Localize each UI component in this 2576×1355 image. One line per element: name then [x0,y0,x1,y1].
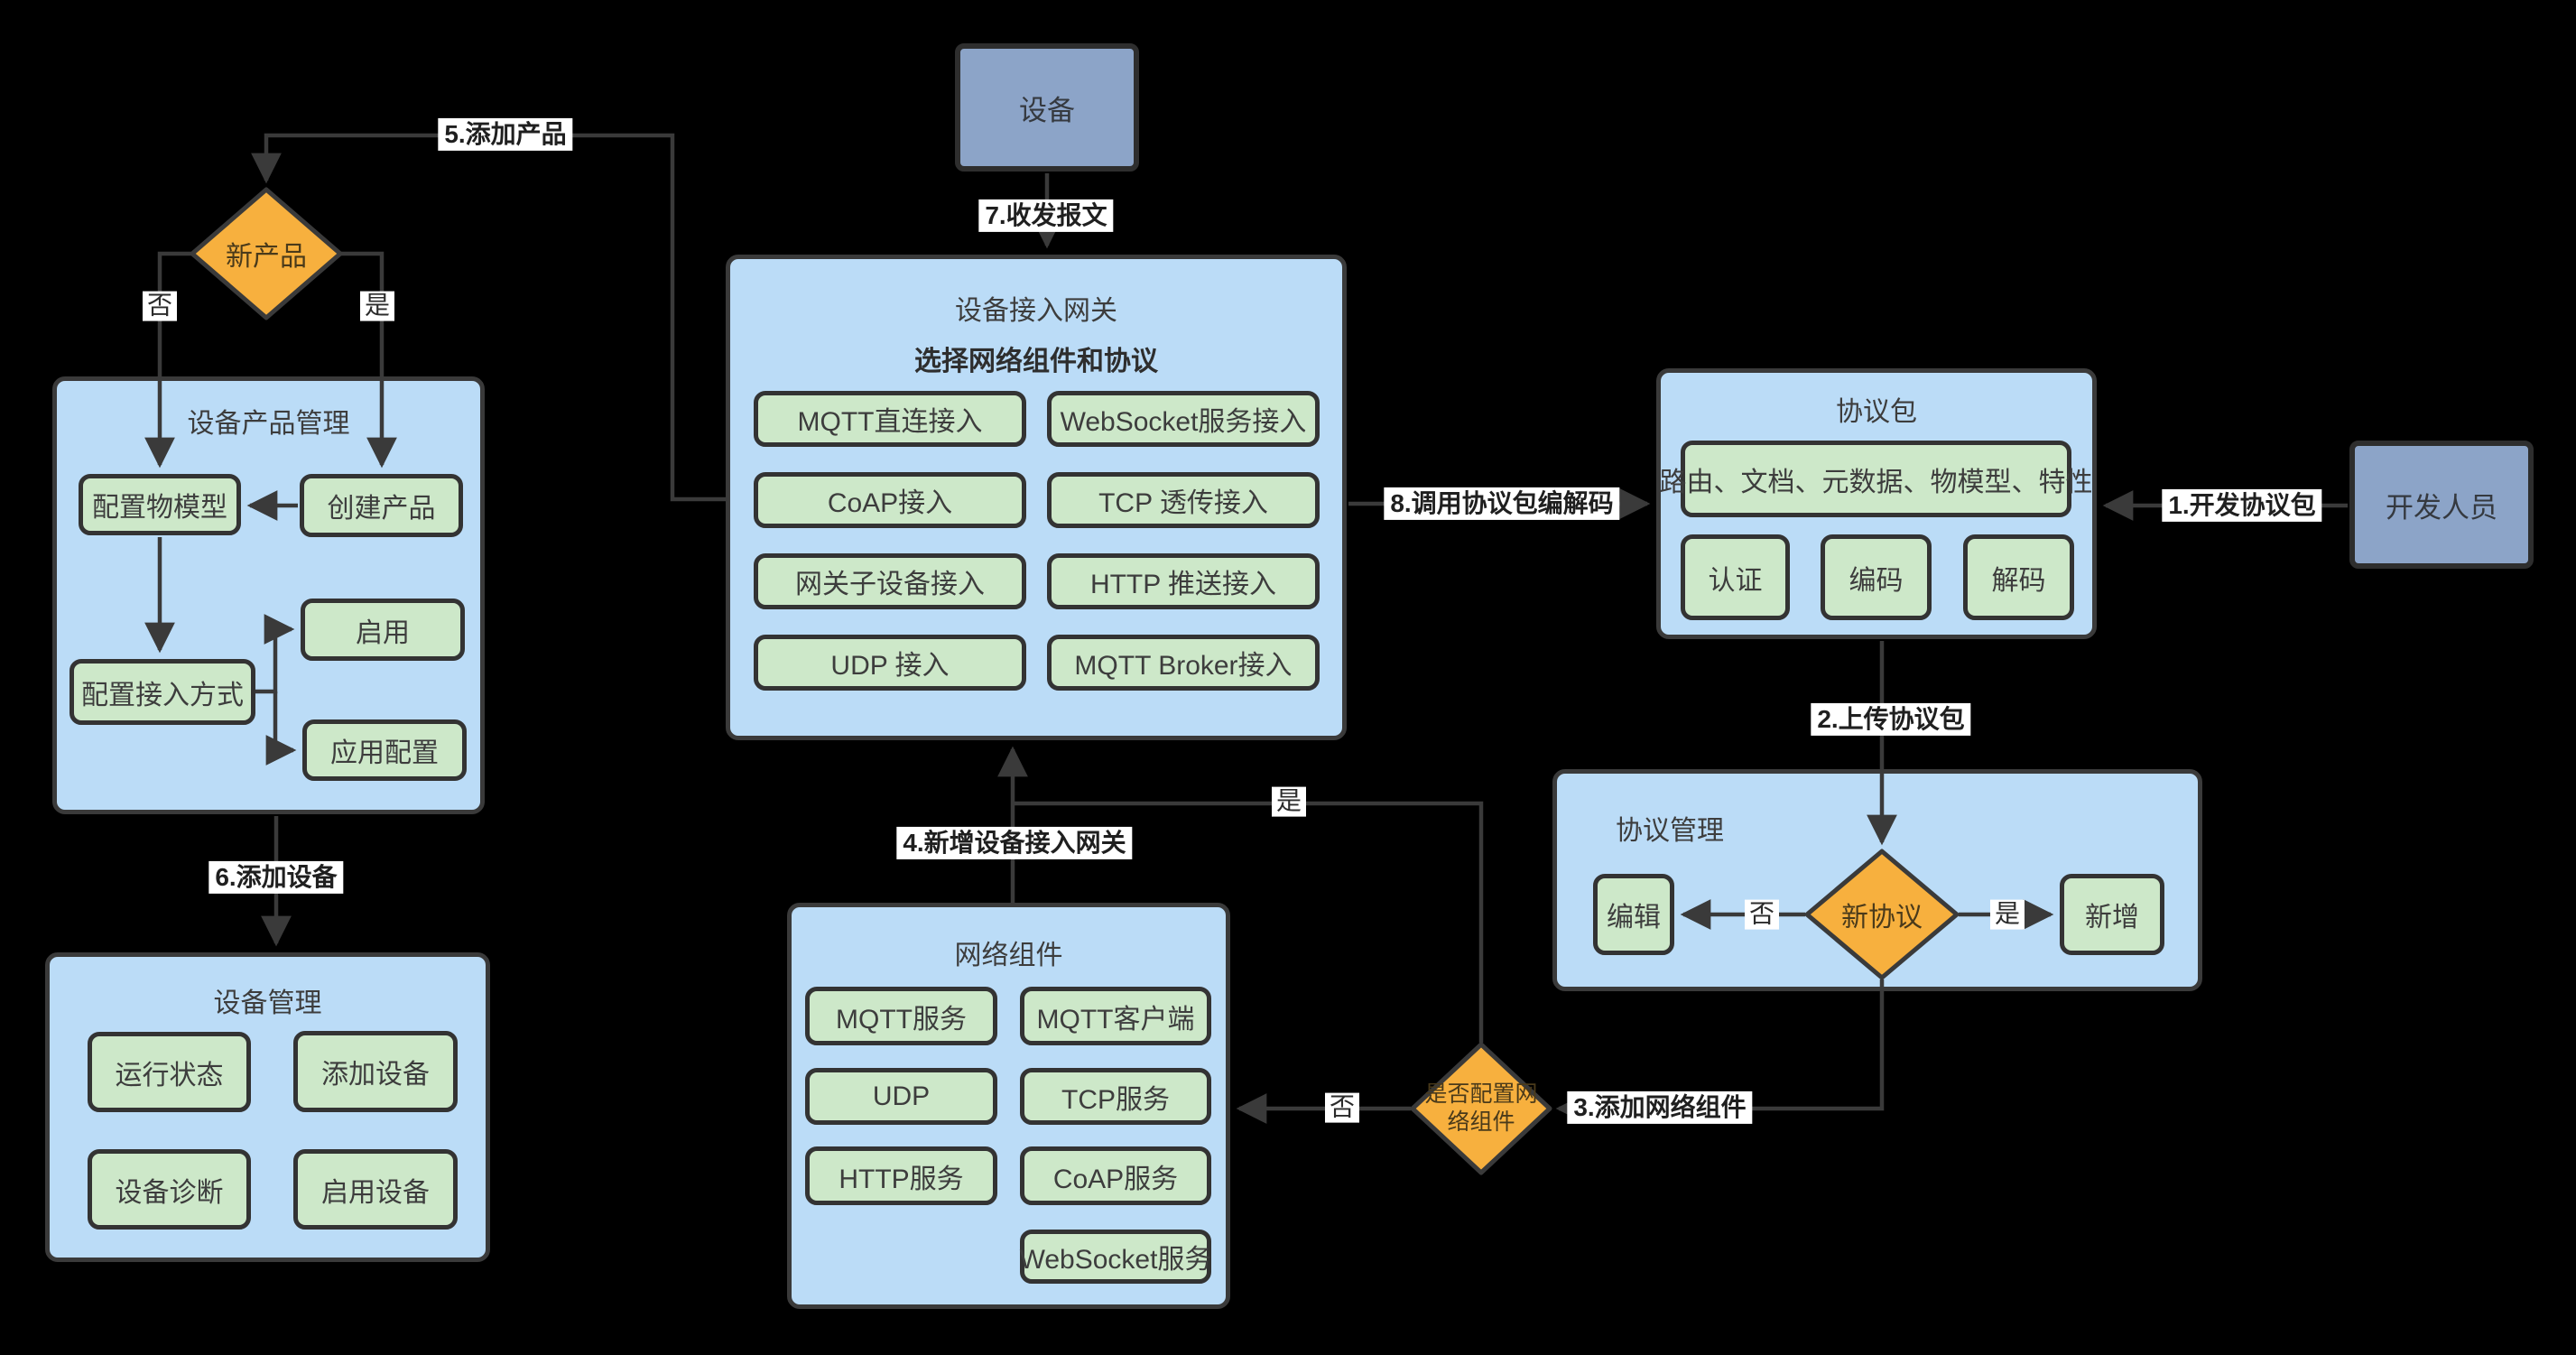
node-running-status: 运行状态 [88,1032,251,1112]
node-decode: 解码 [1963,534,2074,620]
diamond-new-protocol-label: 新协议 [1841,903,1923,933]
edge-label-no-product: 否 [142,291,178,321]
edge-label-step5: 5.添加产品 [438,117,573,152]
edge-label-step2: 2.上传协议包 [1811,702,1971,737]
node-enable: 启用 [301,599,465,661]
node-edit-protocol: 编辑 [1593,874,1674,955]
container-title: 协议包 [1836,397,1917,427]
edge-label-yes-product: 是 [359,291,395,321]
node-mqtt-broker-access: MQTT Broker接入 [1047,635,1320,691]
edge-label-step6: 6.添加设备 [208,860,344,895]
diamond-new-product-label: 新产品 [226,242,307,272]
node-developer: 开发人员 [2349,441,2534,569]
node-mqtt-client: MQTT客户端 [1020,987,1211,1045]
node-websocket-service-access: WebSocket服务接入 [1047,391,1320,447]
node-mqtt-direct-access: MQTT直连接入 [754,391,1026,447]
container-title: 网络组件 [954,941,1063,970]
node-tcp-service: TCP服务 [1020,1068,1211,1125]
edge-label-yes-protocol: 是 [1989,899,2025,930]
edge-label-step1: 1.开发协议包 [2162,488,2322,523]
node-tcp-passthrough-access: TCP 透传接入 [1047,472,1320,528]
node-authentication: 认证 [1681,534,1790,620]
node-coap-service: CoAP服务 [1020,1146,1211,1205]
container-title: 设备产品管理 [187,409,350,439]
node-enable-device: 启用设备 [293,1149,458,1230]
node-mqtt-service: MQTT服务 [805,987,997,1045]
node-device: 设备 [955,43,1139,172]
container-title: 设备接入网关 [955,296,1117,326]
edge-step3 [1555,979,1885,1124]
node-configure-access-mode: 配置接入方式 [69,659,255,725]
edge-label-step8: 8.调用协议包编解码 [1384,487,1620,521]
node-route-doc-metadata: 路由、文档、元数据、物模型、特性 [1660,441,2093,517]
node-http-service: HTTP服务 [805,1146,997,1205]
edge-label-no-protocol: 否 [1744,899,1780,930]
node-app-config: 应用配置 [302,719,467,781]
edge-label-step4: 4.新增设备接入网关 [896,826,1133,860]
node-coap-access: CoAP接入 [754,472,1026,528]
node-udp: UDP [805,1068,997,1125]
node-udp-access: UDP 接入 [754,635,1026,691]
container-title: 设备管理 [213,988,322,1018]
edge-label-step7: 7.收发报文 [978,199,1114,233]
node-encode: 编码 [1821,534,1932,620]
node-gateway-subdevice-access: 网关子设备接入 [754,553,1026,609]
node-add-device: 添加设备 [293,1031,458,1112]
diamond-config-network-label: 是否配置网络组件 [1424,1081,1538,1135]
container-title: 协议管理 [1616,816,1724,846]
node-websocket-service: WebSocket服务 [1020,1230,1211,1284]
node-http-push-access: HTTP 推送接入 [1047,553,1320,609]
node-device-diagnosis: 设备诊断 [88,1149,251,1230]
edge-label-no-network: 否 [1324,1092,1360,1123]
edge-label-step3: 3.添加网络组件 [1567,1090,1753,1125]
node-add-protocol: 新增 [2060,874,2164,955]
container-subtitle: 选择网络组件和协议 [914,347,1158,376]
node-create-product: 创建产品 [300,474,463,537]
node-configure-thing-model: 配置物模型 [79,474,241,535]
edge-label-yes-network: 是 [1271,786,1307,817]
